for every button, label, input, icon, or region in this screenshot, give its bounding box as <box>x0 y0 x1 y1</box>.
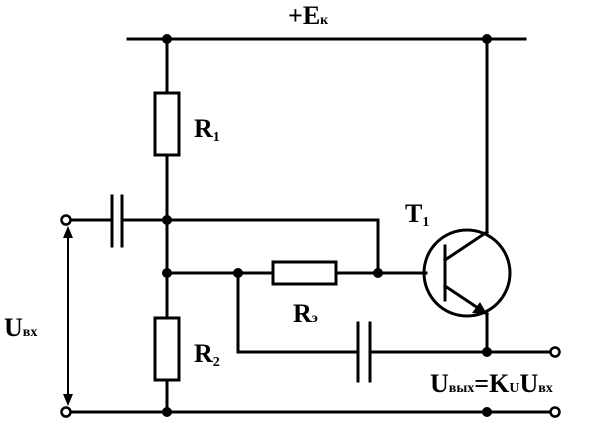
resistor-r2 <box>153 316 181 382</box>
input-arrow-head-top <box>63 226 73 238</box>
junction-dot <box>162 215 172 225</box>
junction-dot <box>373 268 383 278</box>
r1-label: R1 <box>194 114 220 145</box>
resistor-re <box>271 260 338 286</box>
junction-dot <box>162 34 172 44</box>
output-voltage-label: Uвых=KUUвх <box>430 369 553 398</box>
input-terminal <box>60 214 72 226</box>
transistor-t1 <box>422 228 512 318</box>
junction-dot <box>162 407 172 417</box>
resistor-r1 <box>153 91 181 157</box>
output-terminal <box>549 346 561 358</box>
junction-dot <box>482 347 492 357</box>
re-label: Rэ <box>293 299 318 328</box>
r2-label: R2 <box>194 339 220 370</box>
junction-dot <box>482 407 492 417</box>
junction-dot <box>482 34 492 44</box>
input-voltage-label: Uвх <box>4 313 37 342</box>
t1-label: T1 <box>405 199 429 230</box>
junction-dot <box>233 268 243 278</box>
supply-label: +Eк <box>288 1 329 30</box>
ground-terminal-left <box>60 406 72 418</box>
input-arrow-head-bottom <box>63 394 73 406</box>
junction-dot <box>162 268 172 278</box>
ground-terminal-right <box>549 406 561 418</box>
